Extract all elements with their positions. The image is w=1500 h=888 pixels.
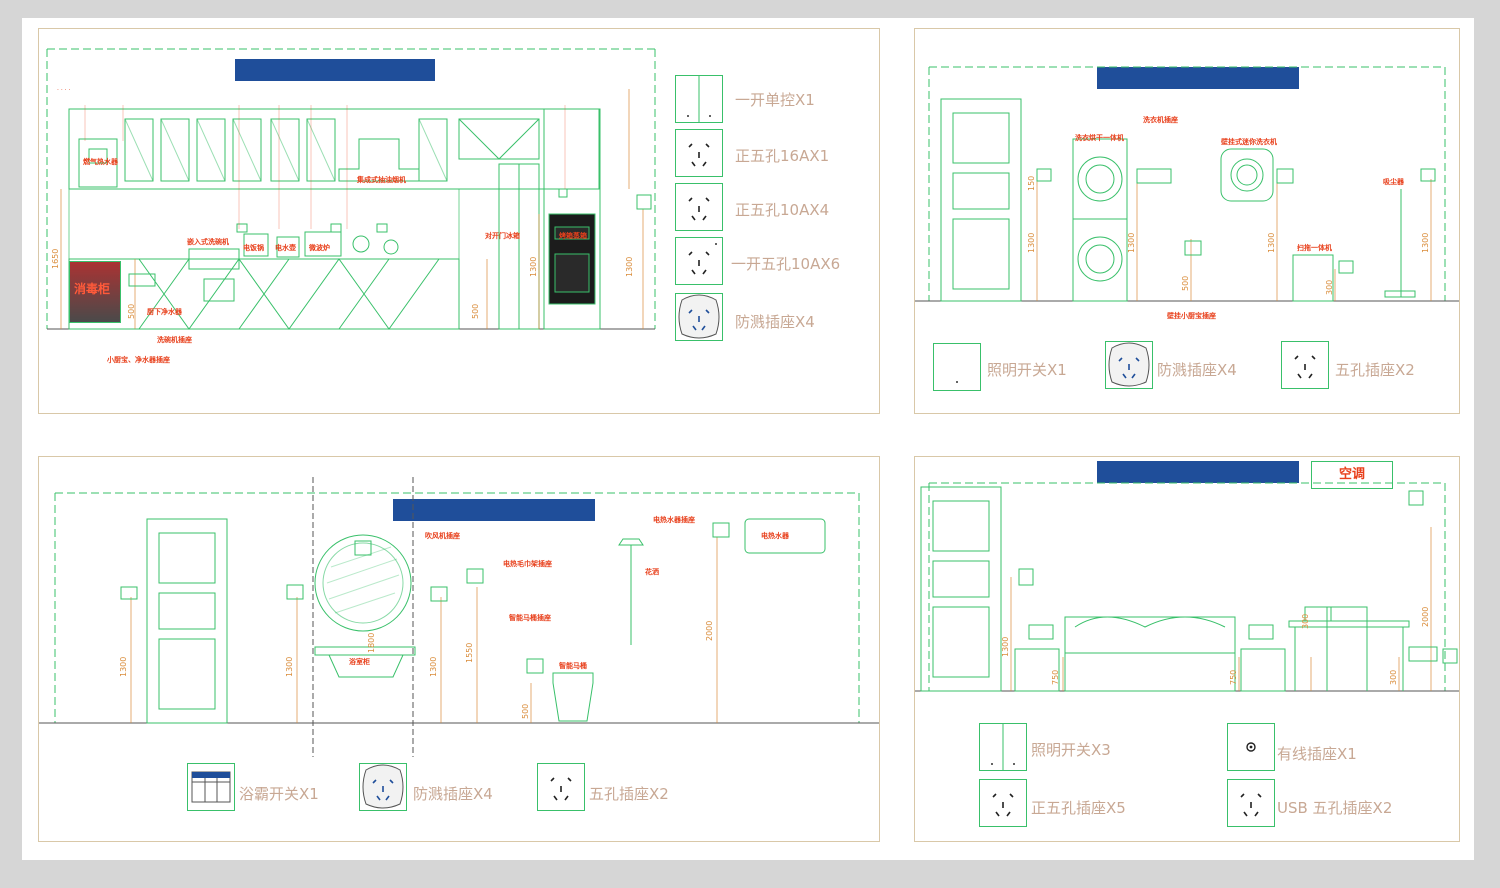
- bath-legend-socket-label: 五孔插座X2: [589, 785, 669, 803]
- bath-legend-heater-switch-label: 浴霸开关X1: [239, 785, 319, 803]
- rice-cooker-label: 电饭锅: [243, 244, 264, 252]
- living-legend-switch-label: 照明开关X3: [1031, 741, 1111, 759]
- kitchen-elevation-panel: · · · · 燃气热水器 集成式抽油烟机 对开门冰箱 烤箱蒸箱 嵌入式洗碗机 …: [38, 28, 880, 414]
- drawing-sheet: · · · · 燃气热水器 集成式抽油烟机 对开门冰箱 烤箱蒸箱 嵌入式洗碗机 …: [22, 18, 1474, 860]
- bath-dim-1550: 1550: [465, 642, 474, 663]
- towel-rack-socket-label: 电热毛巾架插座: [503, 560, 552, 568]
- bathroom-drawing: [39, 477, 879, 757]
- laundry-dim-1300-d: 1300: [1421, 232, 1430, 253]
- toilet-socket-label: 智能马桶插座: [509, 614, 551, 622]
- kitchen-dim-1300-b: 1300: [625, 256, 634, 277]
- embedded-dishwasher-label: 嵌入式洗碗机: [187, 238, 229, 246]
- bath-dim-2000: 2000: [705, 620, 714, 641]
- legend-splash-icon: [675, 293, 723, 341]
- bath-dim-1800: 1800: [367, 632, 376, 653]
- living-dim-1300: 1300: [1001, 636, 1010, 657]
- legend-socket-10a-label: 正五孔10AX4: [735, 201, 830, 219]
- laundry-legend-switch-icon: [933, 343, 981, 391]
- laundry-legend-splash-label: 防溅插座X4: [1157, 361, 1237, 379]
- oven-label: 烤箱蒸箱: [559, 232, 587, 240]
- bath-dim-1300-c: 1300: [429, 656, 438, 677]
- legend-switch-icon: [675, 75, 723, 123]
- fridge-label: 对开门冰箱: [485, 232, 520, 240]
- small-appliance-socket-label: 小厨宝、净水器插座: [107, 356, 170, 364]
- kitchen-dim-500-b: 500: [471, 303, 480, 319]
- laundry-drawing: [915, 66, 1459, 302]
- gas-heater-label: 燃气热水器: [83, 158, 118, 166]
- wall-washer-label: 壁挂式迷你洗衣机: [1221, 138, 1277, 146]
- toilet-label: 智能马桶: [559, 662, 587, 670]
- living-legend-cable-label: 有线插座X1: [1277, 745, 1357, 763]
- living-legend-usb-label: USB 五孔插座X2: [1277, 799, 1393, 817]
- mop-label: 扫拖一体机: [1297, 244, 1332, 252]
- bath-dim-1300-a: 1300: [119, 656, 128, 677]
- laundry-dim-1300-b: 1300: [1127, 232, 1136, 253]
- kitchen-dim-1650: 1650: [51, 248, 60, 269]
- living-legend-usb-icon: [1227, 779, 1275, 827]
- bath-legend-heater-switch-icon: [187, 763, 235, 811]
- laundry-legend-socket-icon: [1281, 341, 1329, 389]
- laundry-legend-socket-label: 五孔插座X2: [1335, 361, 1415, 379]
- legend-switch-socket-label: 一开五孔10AX6: [731, 255, 841, 273]
- vacuum-label: 吸尘器: [1383, 178, 1404, 186]
- living-drawing: [915, 482, 1459, 692]
- bath-legend-splash-label: 防溅插座X4: [413, 785, 493, 803]
- living-dim-750-b: 750: [1229, 669, 1238, 685]
- laundry-legend-splash-icon: [1105, 341, 1153, 389]
- kitchen-title-bar: [235, 59, 435, 81]
- laundry-dim-300: 300: [1325, 279, 1334, 295]
- legend-splash-label: 防溅插座X4: [735, 313, 815, 331]
- living-dim-300-b: 300: [1389, 669, 1398, 685]
- disinfect-cabinet: 消毒柜: [69, 261, 121, 323]
- water-heater-label: 电热水器: [761, 532, 789, 540]
- living-dim-2000: 2000: [1421, 606, 1430, 627]
- microwave-label: 微波炉: [309, 244, 330, 252]
- laundry-dim-500: 500: [1181, 275, 1190, 291]
- heater-socket-label: 电热水器插座: [653, 516, 695, 524]
- disinfect-cabinet-label: 消毒柜: [74, 282, 111, 296]
- bathroom-elevation-panel: 吹风机插座 电热毛巾架插座 电热水器插座 电热水器 花洒 智能马桶插座 智能马桶…: [38, 456, 880, 842]
- living-dim-750-a: 750: [1051, 669, 1060, 685]
- shower-label: 花洒: [645, 568, 659, 576]
- laundry-dim-1300-a: 1300: [1027, 232, 1036, 253]
- living-legend-switch-icon: [979, 723, 1027, 771]
- living-title-bar: [1097, 461, 1299, 483]
- kettle-label: 电水壶: [275, 244, 296, 252]
- washer-dryer-label: 洗衣烘干一体机: [1075, 134, 1124, 142]
- basin-label: 浴室柜: [349, 658, 370, 666]
- legend-socket-10a-icon: [675, 183, 723, 231]
- washer-socket-label: 洗衣机插座: [1143, 116, 1178, 124]
- legend-socket-16a-label: 正五孔16AX1: [735, 147, 830, 165]
- bathroom-title-bar: [393, 499, 595, 521]
- hood-label: 集成式抽油烟机: [357, 176, 406, 184]
- hair-dryer-socket-label: 吹风机插座: [425, 532, 460, 540]
- kitchen-tag: · · · ·: [57, 87, 71, 94]
- laundry-dim-1300-c: 1300: [1267, 232, 1276, 253]
- laundry-elevation-panel: 洗衣烘干一体机 洗衣机插座 壁挂式迷你洗衣机 吸尘器 扫拖一体机 壁挂小厨宝插座…: [914, 28, 1460, 414]
- laundry-dim-150: 150: [1027, 175, 1036, 191]
- bath-legend-splash-icon: [359, 763, 407, 811]
- ac-label: 空调: [1338, 467, 1365, 482]
- ac-unit: 空调: [1311, 461, 1393, 489]
- living-legend-socket-label: 正五孔插座X5: [1031, 799, 1126, 817]
- legend-switch-label: 一开单控X1: [735, 91, 815, 109]
- legend-switch-socket-icon: [675, 237, 723, 285]
- bath-dim-1300-b: 1300: [285, 656, 294, 677]
- small-kitchen-socket-label: 壁挂小厨宝插座: [1167, 312, 1216, 320]
- living-legend-socket-icon: [979, 779, 1027, 827]
- living-elevation-panel: 空调: [914, 456, 1460, 842]
- bath-dim-500: 500: [521, 703, 530, 719]
- living-dim-300-a: 300: [1301, 613, 1310, 629]
- bath-legend-socket-icon: [537, 763, 585, 811]
- kitchen-dim-500-a: 500: [127, 303, 136, 319]
- living-legend-cable-icon: [1227, 723, 1275, 771]
- laundry-title-bar: [1097, 67, 1299, 89]
- purifier-label: 厨下净水器: [147, 308, 182, 316]
- legend-socket-16a-icon: [675, 129, 723, 177]
- laundry-legend-switch-label: 照明开关X1: [987, 361, 1067, 379]
- dishwasher-socket-label: 洗碗机插座: [157, 336, 192, 344]
- kitchen-dim-1300-a: 1300: [529, 256, 538, 277]
